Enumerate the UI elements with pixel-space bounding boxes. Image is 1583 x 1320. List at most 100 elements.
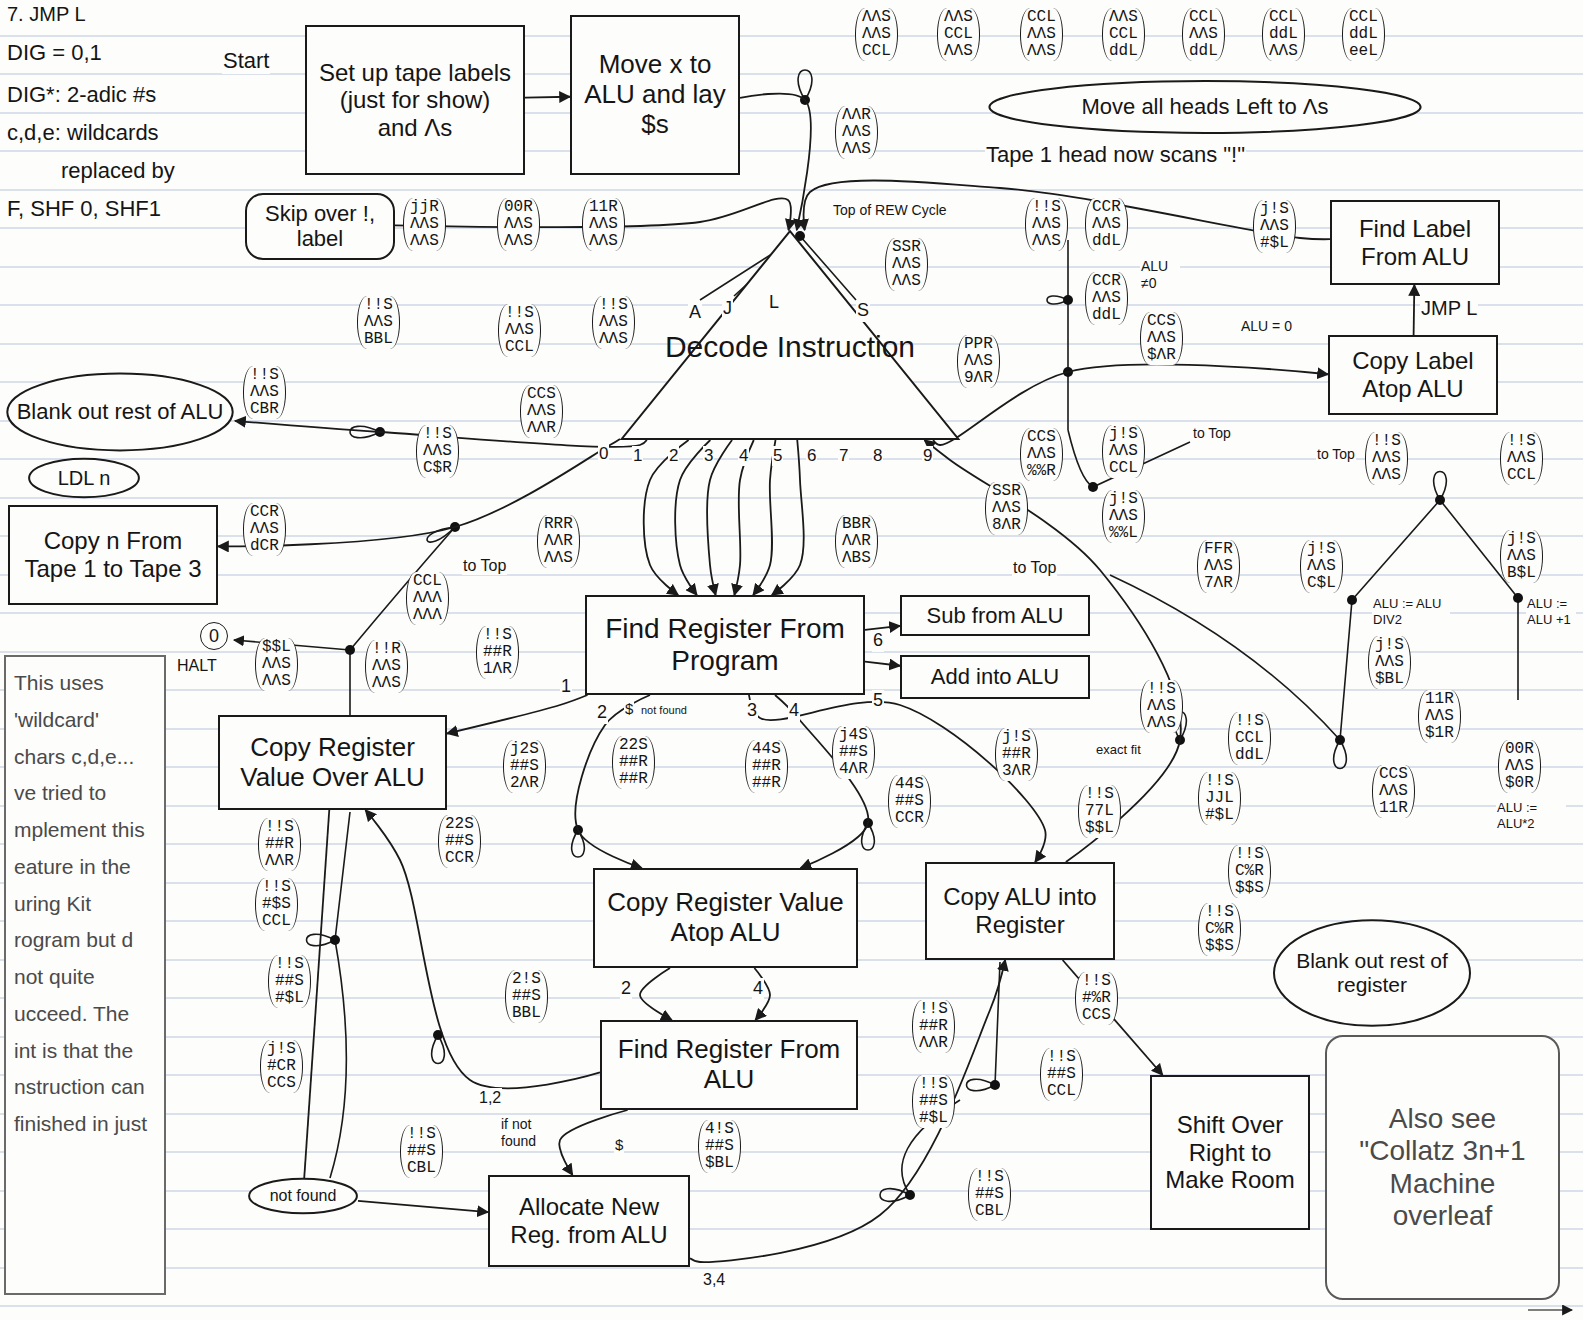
annotation-text: to Top bbox=[1192, 425, 1232, 442]
note-oval: Blank out rest of ALU bbox=[5, 372, 235, 452]
state-dot bbox=[990, 1080, 1000, 1090]
node-text: Also see "Collatz 3n+1 Machine overleaf bbox=[1339, 1103, 1546, 1232]
label-text: CCL ddL ΛΛS bbox=[1269, 8, 1298, 60]
label-text: !!S ΛΛS BBL bbox=[364, 296, 393, 348]
node-text: Sub from ALU bbox=[927, 603, 1064, 628]
transition-matrix: CCR ΛΛS dCR bbox=[243, 503, 286, 556]
process-box: Copy n From Tape 1 to Tape 3 bbox=[8, 505, 218, 605]
label-text: replaced by bbox=[61, 158, 175, 183]
transition-matrix: !!S ##S CCL bbox=[1040, 1048, 1083, 1101]
node-text: Copy Label Atop ALU bbox=[1340, 347, 1486, 402]
note-oval: LDL n bbox=[28, 458, 140, 498]
label-text: Tape 1 head now scans "!" bbox=[986, 142, 1245, 167]
label-text: BBR ΛΛR ΛBS bbox=[842, 515, 871, 567]
label-text: 1 bbox=[633, 446, 642, 465]
transition-matrix: j!S ΛΛS %%L bbox=[1102, 490, 1145, 543]
label-text: ΛΛR ΛΛS ΛΛS bbox=[842, 106, 871, 158]
label-text: to Top bbox=[1317, 446, 1355, 462]
label-text: 9 bbox=[923, 446, 932, 465]
label-text: CCR ΛΛS ddL bbox=[1092, 198, 1121, 250]
transition-matrix: !!S ##S #$L bbox=[268, 955, 311, 1008]
node-text: Copy Register Value Atop ALU bbox=[605, 888, 846, 948]
annotation-text: A bbox=[688, 302, 702, 324]
label-text: $ bbox=[615, 1136, 623, 1153]
state-dot bbox=[345, 645, 355, 655]
state-dot bbox=[1088, 482, 1098, 492]
edge-label: if not found bbox=[500, 1116, 552, 1150]
edge-label-text: 3 bbox=[747, 700, 757, 720]
node-text: Find Register From Program bbox=[597, 613, 853, 677]
annotation-text: 9 bbox=[922, 446, 933, 466]
label-text: !!S ##R ΛΛR bbox=[919, 1000, 948, 1052]
label-text: !!S ##S #$L bbox=[275, 955, 304, 1007]
label-text: !!S C%R $$S bbox=[1205, 903, 1234, 955]
node-text: Add into ALU bbox=[931, 664, 1059, 689]
transition-matrix: ΛΛS CCL ΛΛS bbox=[937, 8, 980, 61]
connectors bbox=[218, 94, 1414, 1263]
edge-label: 1,2 bbox=[478, 1088, 502, 1107]
edge-label-text: 3,4 bbox=[703, 1271, 725, 1288]
node-text: This uses 'wildcard' chars c,d,e... ve t… bbox=[14, 665, 156, 1143]
transition-matrix: ΛΛS ΛΛS CCL bbox=[855, 8, 898, 61]
label-text: j!S ΛΛS C$L bbox=[1307, 540, 1336, 592]
edge-label: 1 bbox=[560, 676, 572, 698]
label-text: ALU := ALU +1 bbox=[1527, 596, 1571, 627]
transition-matrix: !!S #%R CCS bbox=[1075, 972, 1118, 1025]
label-text: F, SHF 0, SHF1 bbox=[7, 196, 161, 221]
process-box: Set up tape labels (just for show) and Λ… bbox=[305, 25, 525, 175]
label-text: !!S ##R 1ΛR bbox=[483, 626, 512, 678]
transition-matrix: !!S ΛΛS ΛΛS bbox=[1365, 432, 1408, 485]
edge-label-text: 2 bbox=[597, 702, 607, 722]
label-text: 2 bbox=[669, 446, 678, 465]
node-text: Copy Register Value Over ALU bbox=[230, 733, 435, 793]
label-text: ALU = 0 bbox=[1241, 318, 1292, 334]
transition-arrow bbox=[775, 695, 868, 868]
label-text: !!S JJL #$L bbox=[1205, 772, 1234, 824]
node-text: Allocate New Reg. from ALU bbox=[500, 1193, 678, 1248]
annotation-text: DIG = 0,1 bbox=[6, 40, 103, 66]
label-text: ALU ≠0 bbox=[1141, 258, 1168, 291]
transition-matrix: 11R ΛΛS $1R bbox=[1418, 690, 1461, 743]
oval-outline-shape bbox=[989, 81, 1420, 133]
transition-matrix: j!S ΛΛS B$L bbox=[1500, 530, 1543, 583]
transition-matrix: !!S ΛΛS CCL bbox=[1500, 432, 1543, 485]
label-text: 44S ##S CCR bbox=[895, 775, 924, 827]
label-text: 7 bbox=[839, 446, 848, 465]
annotation-text: DIG*: 2-adic #s bbox=[6, 82, 157, 108]
label-text: !!S #$S CCL bbox=[262, 878, 291, 930]
node-text: Decode Instruction bbox=[665, 330, 915, 365]
note-oval: Blank out rest of register bbox=[1272, 918, 1472, 1028]
annotation-text: 8 bbox=[872, 446, 883, 466]
label-text: j!S ΛΛS #$L bbox=[1260, 200, 1289, 252]
label-text: A bbox=[689, 302, 701, 322]
state-dot bbox=[330, 935, 340, 945]
transition-matrix: j2S ##S 2ΛR bbox=[503, 740, 546, 793]
annotation-text: not found bbox=[640, 704, 688, 717]
note-box: Skip over !, label bbox=[245, 193, 395, 260]
transition-arrow bbox=[559, 1110, 627, 1175]
process-box: Move x to ALU and lay $s bbox=[570, 15, 740, 175]
label-text: j!S #CR CCS bbox=[267, 1040, 296, 1092]
label-text: PPR ΛΛS 9ΛR bbox=[964, 335, 993, 387]
ruled-lines bbox=[0, 36, 1583, 1306]
label-text: RRR ΛΛR ΛΛS bbox=[544, 515, 573, 567]
label-text: 11R ΛΛS $1R bbox=[1425, 690, 1454, 742]
transition-matrix: BBR ΛΛR ΛBS bbox=[835, 515, 878, 568]
transition-matrix: !!S ΛΛS BBL bbox=[357, 296, 400, 349]
label-text: S bbox=[857, 300, 869, 320]
edge-label: 3,4 bbox=[702, 1270, 726, 1289]
node-text: Move all heads Left to Λs bbox=[1081, 94, 1328, 119]
annotation-text: to Top bbox=[1012, 558, 1057, 577]
edge-label: 2 bbox=[620, 978, 632, 1000]
annotation-text: 4 bbox=[738, 446, 749, 466]
label-text: !!S ΛΛS CCL bbox=[1507, 432, 1536, 484]
node-text: LDL n bbox=[58, 467, 111, 490]
note-oval: not found bbox=[248, 1178, 358, 1214]
transition-matrix: 22S ##R ##R bbox=[612, 736, 655, 789]
margin-note: This uses 'wildcard' chars c,d,e... ve t… bbox=[4, 655, 166, 1295]
label-text: 3 bbox=[704, 446, 713, 465]
label-text: j!S ΛΛS %%L bbox=[1109, 490, 1138, 542]
label-text: 00R ΛΛS $0R bbox=[1505, 740, 1534, 792]
process-box: Find Label From ALU bbox=[1330, 200, 1500, 285]
transition-matrix: jjR ΛΛS ΛΛS bbox=[403, 198, 446, 251]
